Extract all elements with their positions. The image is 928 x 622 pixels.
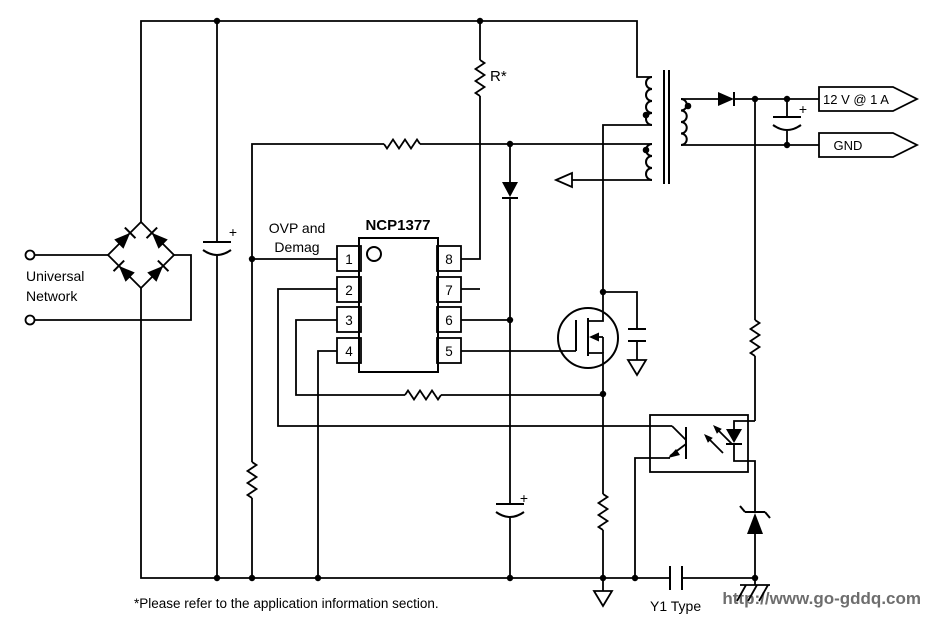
junction-dots <box>213 17 791 582</box>
ovp-demag-label-line2: Demag <box>274 239 319 255</box>
bottom-rail <box>140 288 755 579</box>
output-connector-gnd: GND <box>818 132 920 158</box>
secondary-rectifier-diode <box>718 92 819 106</box>
plus-sign-bulk: + <box>229 224 237 240</box>
gnd-connector-label: GND <box>834 138 863 153</box>
pin-4-label: 4 <box>345 344 353 359</box>
zener-diode <box>739 505 771 578</box>
optocoupler <box>634 414 756 578</box>
transformer <box>602 70 819 292</box>
startup-resistor <box>461 21 487 260</box>
footnote-text: *Please refer to the application informa… <box>134 596 439 611</box>
mosfet <box>557 292 619 394</box>
bridge-rectifier <box>106 220 176 290</box>
pin-6-label: 6 <box>445 313 453 328</box>
output-filter-capacitor <box>772 99 802 145</box>
input-label-line1: Universal <box>26 268 84 284</box>
plus-sign-output: + <box>799 101 807 117</box>
pin-7-label: 7 <box>445 283 453 298</box>
part-number-label: NCP1377 <box>365 217 430 234</box>
pin-5-label: 5 <box>445 344 453 359</box>
feedback-bias-resistor <box>748 99 762 421</box>
startup-resistor-label: R* <box>490 68 507 85</box>
ic-ncp1377: 1 2 3 4 8 7 6 5 <box>336 237 462 373</box>
snubber-network <box>603 291 648 377</box>
pin2-feedback-wire <box>277 288 672 427</box>
input-label-line2: Network <box>26 288 78 304</box>
output-connector-12v: 12 V @ 1 A <box>818 86 920 112</box>
pin-1-label: 1 <box>345 252 353 267</box>
watermark-text: http://www.go-gddq.com <box>722 589 921 608</box>
plus-sign-vcc: + <box>520 490 528 506</box>
vcc-capacitor <box>495 503 525 578</box>
demag-arrow <box>553 171 652 189</box>
pin-2-label: 2 <box>345 283 353 298</box>
sense-resistor <box>295 319 603 402</box>
ac-input-terminals <box>24 249 192 326</box>
ovp-feedback-network <box>245 137 652 578</box>
top-rail <box>140 20 652 222</box>
source-resistor <box>592 394 614 608</box>
ovp-demag-label-line1: OVP and <box>269 220 326 236</box>
y1-capacitor-label: Y1 Type <box>650 598 701 614</box>
bulk-capacitor <box>202 21 232 578</box>
pin4-ground-wire <box>317 350 337 578</box>
pin-8-label: 8 <box>445 252 453 267</box>
pin-3-label: 3 <box>345 313 353 328</box>
y1-capacitor <box>669 566 683 590</box>
vout-connector-label: 12 V @ 1 A <box>823 92 889 107</box>
aux-rectifier-diode <box>502 144 518 504</box>
